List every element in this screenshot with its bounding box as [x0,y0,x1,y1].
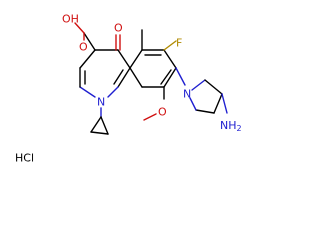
bond-c4a-c5 [129,49,143,69]
bond-cyclopropyl-a [90,116,102,133]
bond-c7-pyrrolidine [175,67,186,86]
bond-pyr-c5-n [189,97,197,111]
bond-c7-c8 [163,67,177,88]
bond-pyr-c3-c4 [213,93,223,114]
bond-pyr-c3-amine [221,93,228,114]
bond-c7-c8-inner [160,69,172,85]
bond-c4a-c8a [117,67,131,88]
molecule-structure-diagram: OH O O F N N O NH2 HCl [15,13,242,165]
amine-label-subscript: 2 [237,124,242,133]
bond-cyclopropyl-b [100,116,109,135]
quinolone-nitrogen-label: N [97,96,105,109]
bond-c6-f [163,40,177,51]
bond-cyclopropyl-c [90,131,109,135]
amine-label-main: NH [220,119,237,132]
salt-label: HCl [15,152,34,165]
amine-label: NH2 [220,119,242,133]
bond-c6-c7 [163,49,177,69]
bond-pyr-n-c2 [191,79,206,91]
ketone-oxygen-label: O [114,22,123,35]
pyrrolidine-nitrogen-label: N [183,88,191,101]
bond-pyr-c2-c3 [204,79,223,95]
bond-c4-c4a [117,49,131,69]
fluoro-label: F [176,37,182,50]
bond-pyr-c4-c5 [195,109,215,114]
carboxyl-oxygen-label: O [79,41,88,54]
methoxy-oxygen-label: O [158,106,167,119]
bond-c2-c3 [79,49,96,69]
bond-o-me [143,113,157,121]
bond-c8a-n1 [107,86,119,98]
bond-c8a-c8a-inner [113,69,124,85]
bond-cooh-oh [74,22,85,34]
hydroxyl-label: OH [62,13,79,26]
bond-c3-cooh [83,32,96,51]
bond-c8a-c4a-shared [129,67,143,88]
bond-n1-c2 [79,86,96,98]
